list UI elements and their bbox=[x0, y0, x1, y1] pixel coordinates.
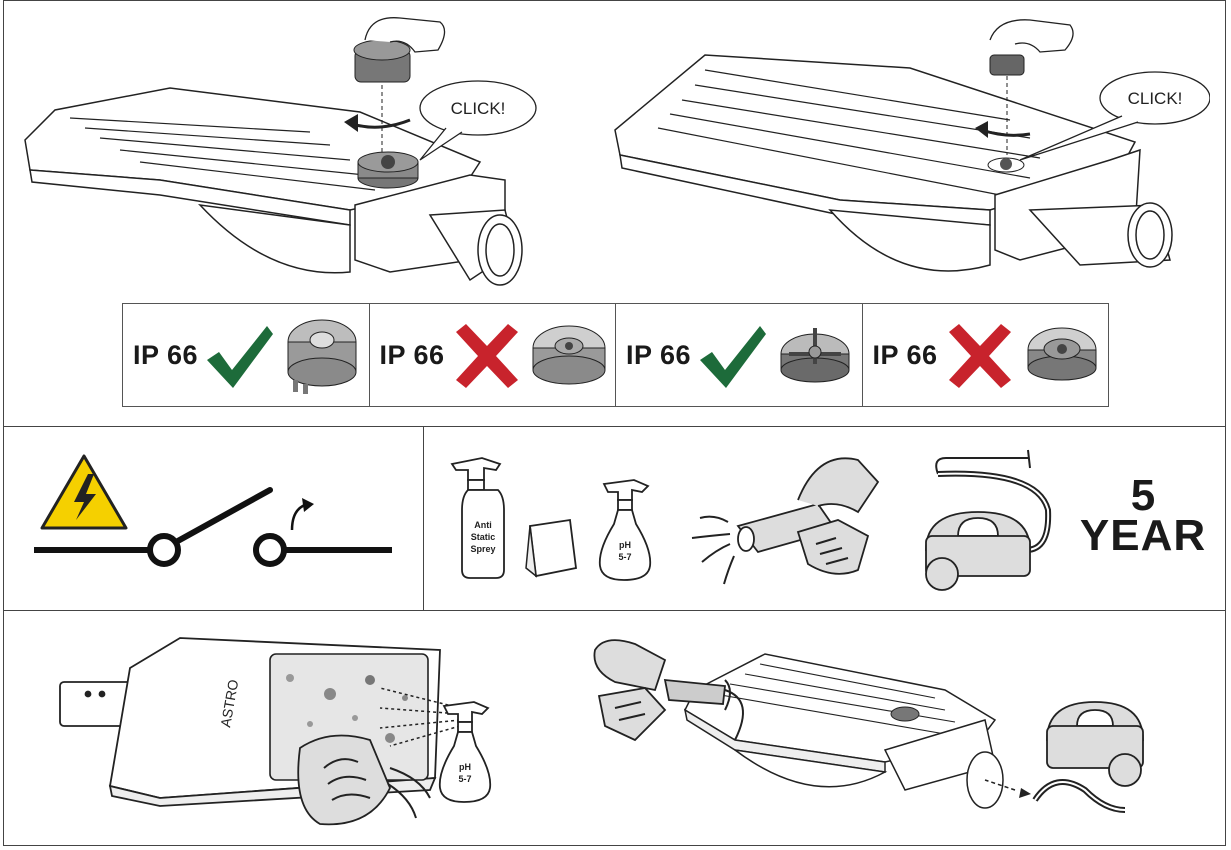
check-icon bbox=[207, 326, 273, 388]
nema-socket-small bbox=[987, 157, 1025, 173]
ip-rating-item: IP 66 bbox=[123, 304, 370, 406]
ip-rating-label: IP 66 bbox=[133, 340, 199, 370]
rotate-arrow-small-icon bbox=[975, 121, 988, 138]
click-callout-right: CLICK! bbox=[1128, 89, 1183, 108]
vacuum-cleaner-icon bbox=[984, 701, 1144, 813]
hand-with-sensor-small-icon bbox=[989, 19, 1074, 76]
click-callout-left: CLICK! bbox=[451, 99, 506, 118]
shorting-cap-icon bbox=[780, 328, 850, 383]
sensor-cap-icon bbox=[287, 319, 357, 394]
spray-label-static: Static bbox=[471, 532, 496, 542]
ph-spray-bottle-icon: pH 5-7 bbox=[438, 701, 492, 803]
install-illustration-right: CLICK! bbox=[614, 19, 1210, 272]
ip-rating-strip: IP 66 IP 66 IP 66 bbox=[122, 303, 1109, 407]
cleaning-supplies-illustration: Anti Static Sprey pH 5-7 bbox=[450, 449, 1052, 591]
maintenance-interval: 5 YEAR bbox=[1078, 471, 1208, 560]
ph-value: 5-7 bbox=[458, 774, 471, 784]
ph-spray-bottle-icon: pH 5-7 bbox=[598, 479, 652, 581]
rotate-arrow-icon bbox=[344, 114, 358, 132]
open-switch-icon bbox=[34, 487, 392, 567]
ip-rating-item: IP 66 bbox=[616, 304, 863, 406]
lens-cleaning-illustration: ASTRO pH 5-7 bbox=[59, 637, 492, 826]
manual-frame bbox=[3, 0, 1226, 846]
blower-hand-icon bbox=[593, 639, 744, 742]
air-blower-icon bbox=[691, 457, 880, 585]
ph-label: pH bbox=[459, 762, 471, 772]
ip-rating-label: IP 66 bbox=[626, 340, 692, 370]
spray-label-sprey: Sprey bbox=[470, 544, 495, 554]
nema-socket bbox=[357, 151, 419, 189]
divider-bottom bbox=[3, 610, 1226, 611]
spray-label-anti: Anti bbox=[474, 520, 492, 530]
ip-rating-item: IP 66 bbox=[370, 304, 616, 406]
hand-with-sensor-icon bbox=[353, 17, 446, 83]
body-cleaning-illustration bbox=[593, 639, 1144, 813]
ip-rating-label: IP 66 bbox=[379, 340, 445, 370]
anti-static-spray-icon: Anti Static Sprey bbox=[450, 457, 505, 579]
socket-cap-icon bbox=[532, 325, 605, 385]
install-illustration-left: CLICK! bbox=[24, 17, 537, 286]
high-voltage-warning-icon bbox=[40, 454, 128, 530]
check-icon bbox=[700, 326, 766, 388]
interval-number: 5 bbox=[1130, 471, 1156, 520]
interval-unit: YEAR bbox=[1079, 511, 1207, 560]
divider-top bbox=[3, 426, 1226, 427]
ip-rating-item: IP 66 bbox=[863, 304, 1109, 406]
ip-rating-label: IP 66 bbox=[872, 340, 938, 370]
divider-middle bbox=[423, 426, 424, 610]
ph-label: pH bbox=[619, 540, 631, 550]
open-socket-icon bbox=[1027, 327, 1096, 381]
cross-icon bbox=[948, 324, 1011, 388]
ph-value: 5-7 bbox=[618, 552, 631, 562]
cloth-icon bbox=[525, 518, 577, 578]
cross-icon bbox=[455, 324, 518, 388]
vacuum-cleaner-icon bbox=[925, 449, 1052, 591]
power-off-illustration bbox=[34, 454, 392, 567]
cloth-wiping-hand-icon bbox=[297, 734, 431, 826]
